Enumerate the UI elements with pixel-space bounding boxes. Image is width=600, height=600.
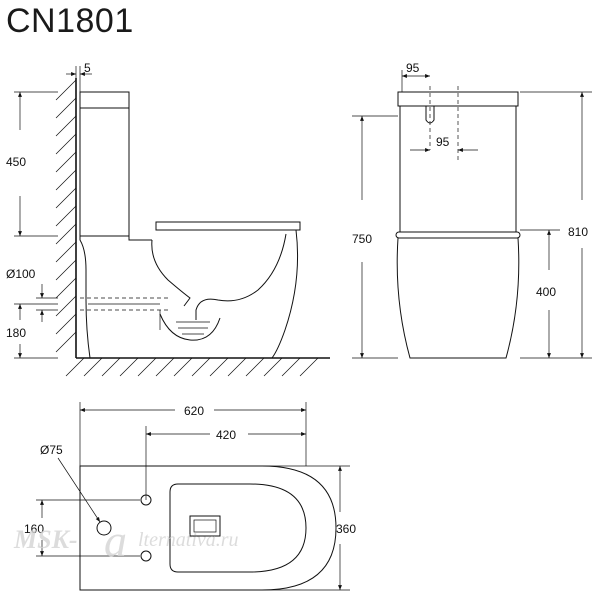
watermark-mark: a	[104, 515, 127, 566]
total-length-label: 620	[184, 404, 204, 418]
cistern-side	[79, 91, 130, 237]
tank-height-label: 450	[6, 155, 26, 169]
hole-spacing-label: 160	[24, 522, 44, 536]
watermark-left: MSK-	[13, 525, 78, 554]
bowl-length-label: 420	[216, 428, 236, 442]
button-offset-top-label: 95	[406, 61, 420, 75]
outline-top	[79, 465, 337, 591]
total-height-right-label: 810	[568, 225, 588, 239]
side-view: 5 450 Ø100 180	[6, 61, 330, 377]
outlet-hole	[96, 520, 112, 536]
seat-top	[169, 483, 307, 573]
width-label: 360	[336, 522, 356, 536]
button-offset-inner-label: 95	[436, 135, 450, 149]
pipe-diameter-label: Ø100	[6, 267, 36, 281]
outlet-height-label: 180	[6, 326, 26, 340]
hole-diameter-label: Ø75	[40, 443, 63, 457]
model-title: CN1801	[6, 2, 134, 40]
wall-gap-label: 5	[84, 61, 91, 75]
bowl-front	[395, 231, 521, 359]
cistern-front	[397, 86, 519, 233]
button-top	[189, 515, 221, 537]
front-view: 95 95 750 400 810	[352, 61, 592, 359]
watermark: MSK- a lternativa.ru	[13, 515, 239, 566]
watermark-right: lternativa.ru	[138, 529, 239, 551]
bowl-height-label: 400	[536, 285, 556, 299]
total-height-left-label: 750	[352, 232, 372, 246]
top-view: 620 420 Ø75 160 360	[24, 402, 356, 591]
bowl-side	[79, 221, 301, 359]
wall-hatch	[55, 79, 77, 353]
fixing-hole-bottom	[140, 550, 152, 562]
floor-hatch	[65, 357, 319, 377]
